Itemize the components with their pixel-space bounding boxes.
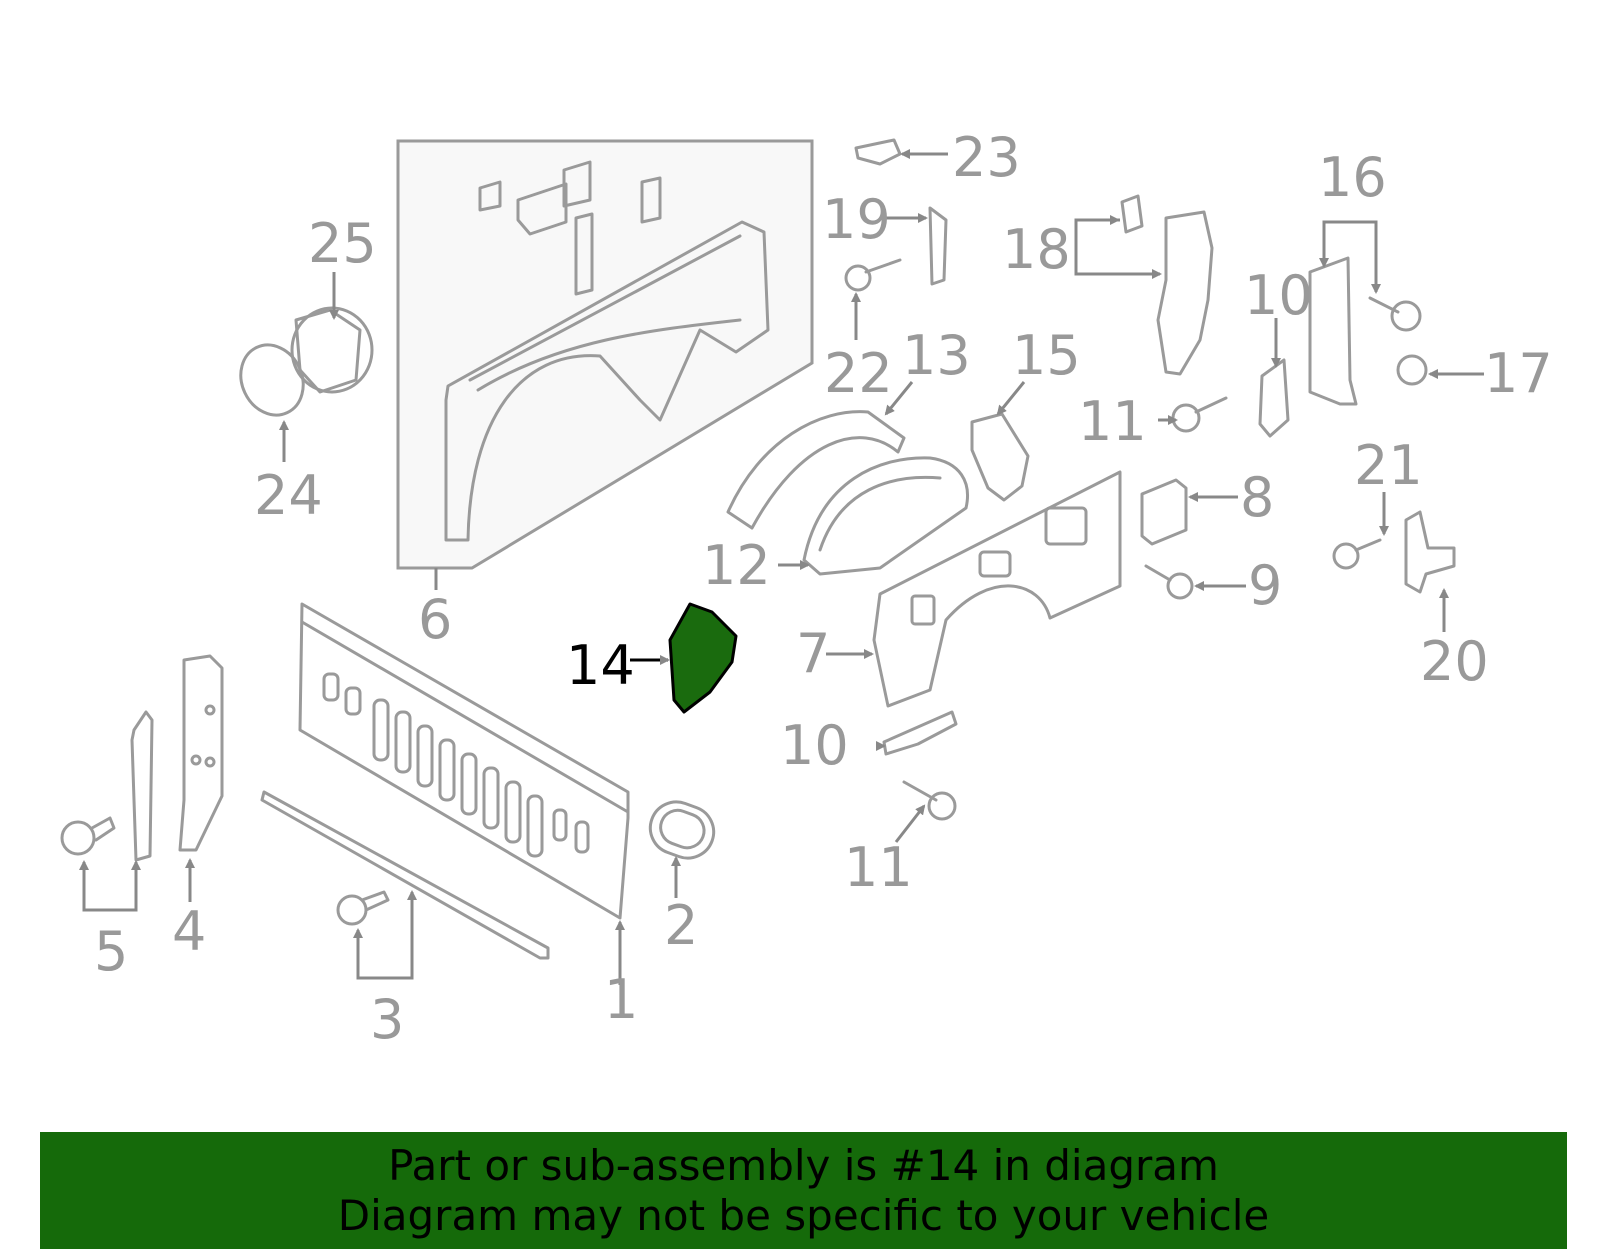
part-21-bolt: [1332, 538, 1382, 570]
part-2-grommet: [648, 800, 716, 860]
callout-11-upper: 11: [1078, 390, 1147, 453]
part-22-rivet: [844, 258, 902, 292]
part-25-fuel-housing: [290, 306, 374, 394]
callout-10-upper: 10: [1244, 264, 1313, 327]
part-6-bed-side-panel: [396, 139, 814, 570]
part-10-lower-bracket: [882, 710, 958, 756]
callout-19: 19: [822, 188, 891, 251]
part-23-clip: [854, 138, 902, 166]
callout-21: 21: [1354, 434, 1423, 497]
callout-8: 8: [1240, 466, 1274, 529]
part-10-upper-bracket: [1258, 358, 1290, 438]
part-1-tailgate: [298, 602, 630, 920]
part-16-support: [1308, 256, 1422, 406]
part-4-corner-post: [178, 654, 224, 852]
callout-6: 6: [418, 588, 452, 651]
callout-25: 25: [308, 212, 377, 275]
callout-leaders: [79, 149, 1484, 985]
part-11-lower-bolt: [902, 780, 957, 821]
part-7-inner-panel: [872, 470, 1122, 708]
part-13-wheelhouse-liner: [726, 410, 906, 530]
callout-4: 4: [172, 900, 206, 963]
callout-24: 24: [254, 464, 323, 527]
callout-9: 9: [1248, 554, 1282, 617]
part-9-screw: [1144, 564, 1194, 600]
callout-18: 18: [1002, 218, 1071, 281]
callout-11-lower: 11: [844, 836, 913, 899]
part-24-fuel-door: [239, 343, 305, 417]
callout-20: 20: [1420, 630, 1489, 693]
part-3-trim-strip: [260, 790, 550, 960]
callout-15: 15: [1012, 324, 1081, 387]
part-20-latch: [1404, 510, 1456, 594]
part-11-upper-bolt: [1171, 396, 1228, 433]
part-19-hinge: [928, 206, 948, 286]
banner-line-1: Part or sub-assembly is #14 in diagram: [388, 1140, 1219, 1190]
callout-3: 3: [370, 988, 404, 1051]
callout-10-lower: 10: [780, 714, 849, 777]
callout-23: 23: [952, 126, 1021, 189]
callout-22: 22: [824, 342, 893, 405]
callout-12: 12: [702, 534, 771, 597]
part-15-bracket: [970, 412, 1030, 502]
callout-13: 13: [902, 324, 971, 387]
part-17-clip: [1396, 354, 1428, 386]
part-18-reinforcement: [1120, 194, 1214, 376]
part-5-pillar-trim: [60, 710, 154, 862]
part-14-highlighted[interactable]: [668, 602, 738, 714]
callout-17: 17: [1484, 342, 1553, 405]
part-8-plate: [1140, 478, 1188, 546]
banner-line-2: Diagram may not be specific to your vehi…: [337, 1190, 1270, 1240]
callout-5: 5: [94, 920, 128, 983]
callout-1: 1: [604, 968, 638, 1031]
callout-14-highlighted: 14: [566, 634, 635, 697]
callout-16: 16: [1318, 146, 1387, 209]
callout-numbers: 1 2 3 4 5 6 7 8 9 10 10 11 11 12 13 15 1…: [94, 126, 1553, 1051]
callout-2: 2: [664, 894, 698, 957]
info-banner: Part or sub-assembly is #14 in diagram D…: [40, 1132, 1567, 1249]
callout-7: 7: [796, 622, 830, 685]
part-12-inner-wheelhouse: [802, 456, 969, 576]
